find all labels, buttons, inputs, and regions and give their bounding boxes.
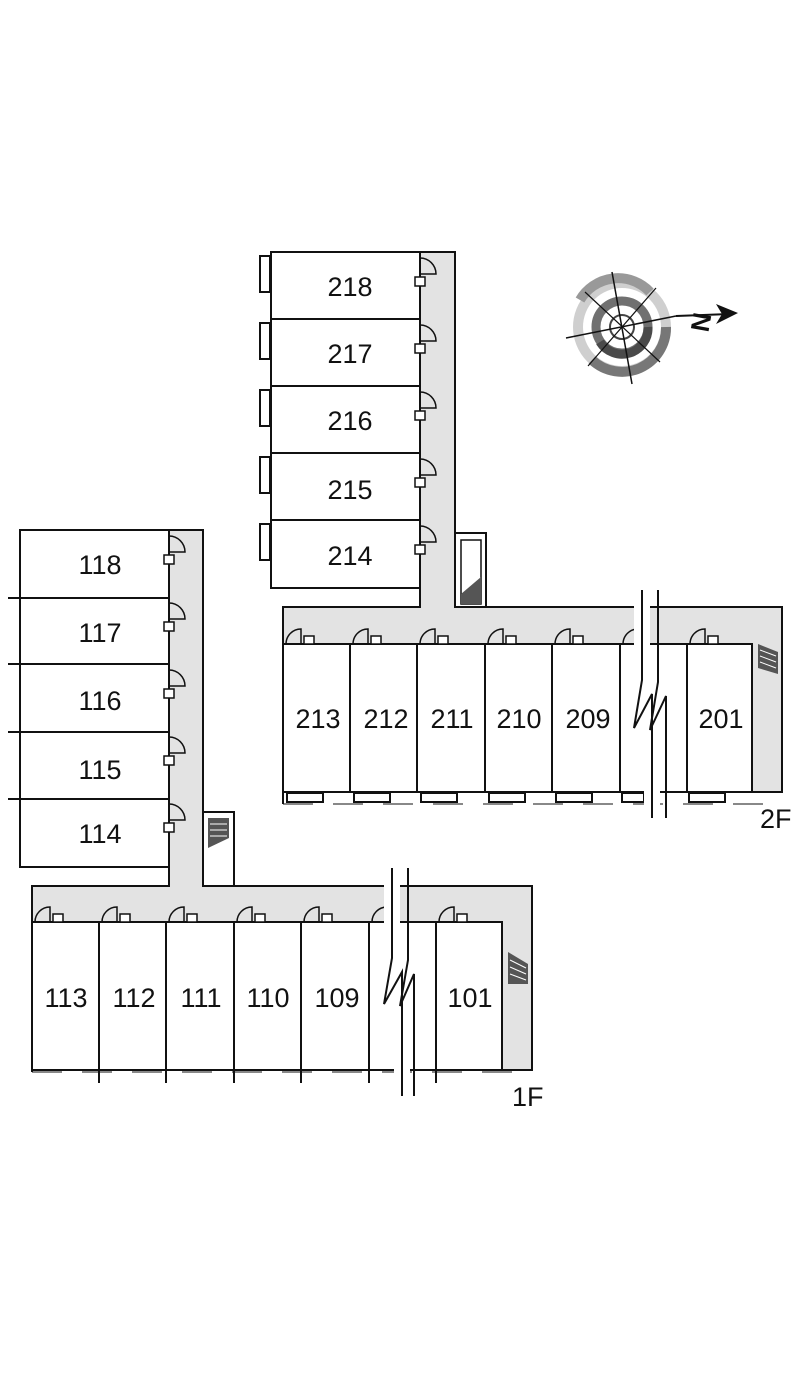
unit: 212 <box>349 628 418 803</box>
unit: 215 <box>259 452 437 521</box>
row-units-1f: 113 112 111 110 <box>31 906 503 1083</box>
unit: 117 <box>19 597 186 665</box>
unit: 216 <box>259 385 437 454</box>
floor-label: 2F <box>760 804 792 834</box>
unit-number: 201 <box>698 704 743 734</box>
unit-number: 217 <box>327 339 372 369</box>
unit-number: 215 <box>327 475 372 505</box>
unit-number: 118 <box>78 550 121 580</box>
unit-number: 114 <box>78 819 121 849</box>
floor-label: 1F <box>512 1082 544 1112</box>
unit-number: 212 <box>363 704 408 734</box>
unit-number: 214 <box>327 541 372 571</box>
unit-number: 101 <box>447 983 492 1013</box>
unit: 118 <box>19 529 186 599</box>
unit-number: 115 <box>78 755 121 785</box>
unit: 114 <box>19 798 186 868</box>
unit-number: 109 <box>314 983 359 1013</box>
unit: 209 <box>551 628 621 803</box>
break-mark-2f <box>626 590 667 818</box>
unit: 112 <box>98 906 167 1071</box>
row-units-2f: 213 212 211 210 <box>282 628 753 803</box>
unit: 110 <box>233 906 302 1071</box>
break-mark-1f <box>376 868 415 1096</box>
compass-north-label: N <box>685 310 718 334</box>
unit-number: 111 <box>180 983 221 1013</box>
unit: 115 <box>19 731 186 800</box>
unit-number: 110 <box>246 983 289 1013</box>
unit-number: 117 <box>78 618 121 648</box>
unit: 217 <box>259 318 437 387</box>
unit-number: 216 <box>327 406 372 436</box>
compass-rose-icon: N <box>565 271 738 385</box>
unit: 213 <box>282 628 351 803</box>
wing-units-1f: 118 117 116 115 <box>8 529 186 868</box>
stairs-1f-wing <box>202 811 235 887</box>
unit-number: 210 <box>496 704 541 734</box>
wing-units-2f: 218 217 216 215 <box>259 251 437 589</box>
unit-number: 209 <box>565 704 610 734</box>
unit-number: 218 <box>327 272 372 302</box>
stairs-2f-end <box>758 644 778 674</box>
stairs-1f-end <box>508 952 528 984</box>
unit: 210 <box>484 628 553 803</box>
floor-2f: 218 217 216 215 <box>259 251 792 834</box>
unit: 113 <box>31 906 100 1071</box>
unit-number: 116 <box>78 686 121 716</box>
unit-number: 213 <box>295 704 340 734</box>
unit-number: 211 <box>430 704 473 734</box>
stairs-2f-wing <box>454 532 487 608</box>
floor-1f: 118 117 116 115 <box>8 529 544 1112</box>
unit: 109 <box>300 906 370 1071</box>
unit: 211 <box>416 628 486 803</box>
unit: 116 <box>19 663 186 733</box>
unit: 214 <box>259 519 437 589</box>
unit: 201 <box>686 628 753 803</box>
unit: 218 <box>259 251 437 320</box>
unit: 101 <box>435 906 503 1071</box>
unit-number: 113 <box>44 983 87 1013</box>
unit-number: 112 <box>112 983 155 1013</box>
unit: 111 <box>165 906 235 1071</box>
